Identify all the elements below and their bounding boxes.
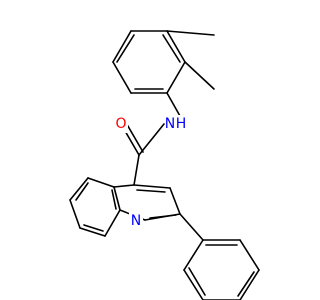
amide-c-n-bond bbox=[138, 123, 165, 156]
benzo-inner-bond-3 bbox=[111, 189, 117, 210]
phenyl-inner-bond-3 bbox=[188, 267, 206, 296]
amide-nitrogen-label-background bbox=[165, 115, 189, 133]
benzo-inner-bond-2 bbox=[83, 224, 104, 232]
pyridine-bond-c4-c3 bbox=[133, 184, 171, 189]
pyridine-bond-c8a-c4a bbox=[113, 186, 121, 211]
benzo-bond-1 bbox=[87, 177, 115, 188]
phenyl-ring-bond-3 bbox=[239, 269, 260, 300]
oxygen-label-background bbox=[114, 115, 128, 133]
aryl-ring-inner-bond-2 bbox=[116, 34, 135, 63]
pyridine-inner-bond-2 bbox=[149, 214, 177, 219]
aryl-ring-bond-5 bbox=[112, 61, 132, 94]
methyl-bond-2 bbox=[184, 61, 215, 90]
benzo-bond-4 bbox=[79, 227, 106, 237]
aryl-ring-inner-bond-1 bbox=[162, 34, 181, 63]
aryl-ring-bond-1 bbox=[166, 61, 186, 94]
phenyl-inner-bond-2 bbox=[237, 271, 255, 297]
ring-nitrogen-label-background bbox=[129, 212, 143, 230]
phenyl-link-bond bbox=[179, 213, 204, 241]
benzo-inner-bond-1 bbox=[75, 182, 89, 201]
methyl-bond-3 bbox=[166, 30, 215, 36]
molecule-structure: O N H N bbox=[69, 30, 260, 300]
n-aryl-bond bbox=[166, 92, 181, 117]
benzo-bond-5 bbox=[104, 209, 121, 237]
aryl-ring-bond-2 bbox=[166, 30, 186, 63]
phenyl-ring-bond-5 bbox=[183, 269, 204, 300]
phenyl-ring-bond-6 bbox=[183, 239, 204, 271]
pyridine-inner-bond-1 bbox=[136, 189, 166, 193]
amide-nitrogen-atom-label: N bbox=[165, 116, 175, 132]
benzo-bond-3 bbox=[69, 199, 81, 229]
structure-canvas: O N H N bbox=[69, 30, 260, 300]
benzo-bond-2 bbox=[69, 177, 89, 201]
bond-lines bbox=[69, 30, 260, 300]
amide-hydrogen-label: H bbox=[176, 116, 187, 132]
aryl-ring-bond-4 bbox=[112, 30, 132, 63]
pyridine-bond-c4a-c4 bbox=[113, 184, 135, 188]
oxygen-atom-label: O bbox=[115, 116, 126, 132]
phenyl-ring-bond-2 bbox=[239, 239, 260, 271]
pyridine-bond-c3-c2 bbox=[169, 187, 181, 215]
ring-nitrogen-atom-label: N bbox=[131, 213, 141, 229]
atom-labels: O N H N bbox=[114, 115, 189, 230]
c4-carbonyl-bond bbox=[133, 154, 140, 186]
